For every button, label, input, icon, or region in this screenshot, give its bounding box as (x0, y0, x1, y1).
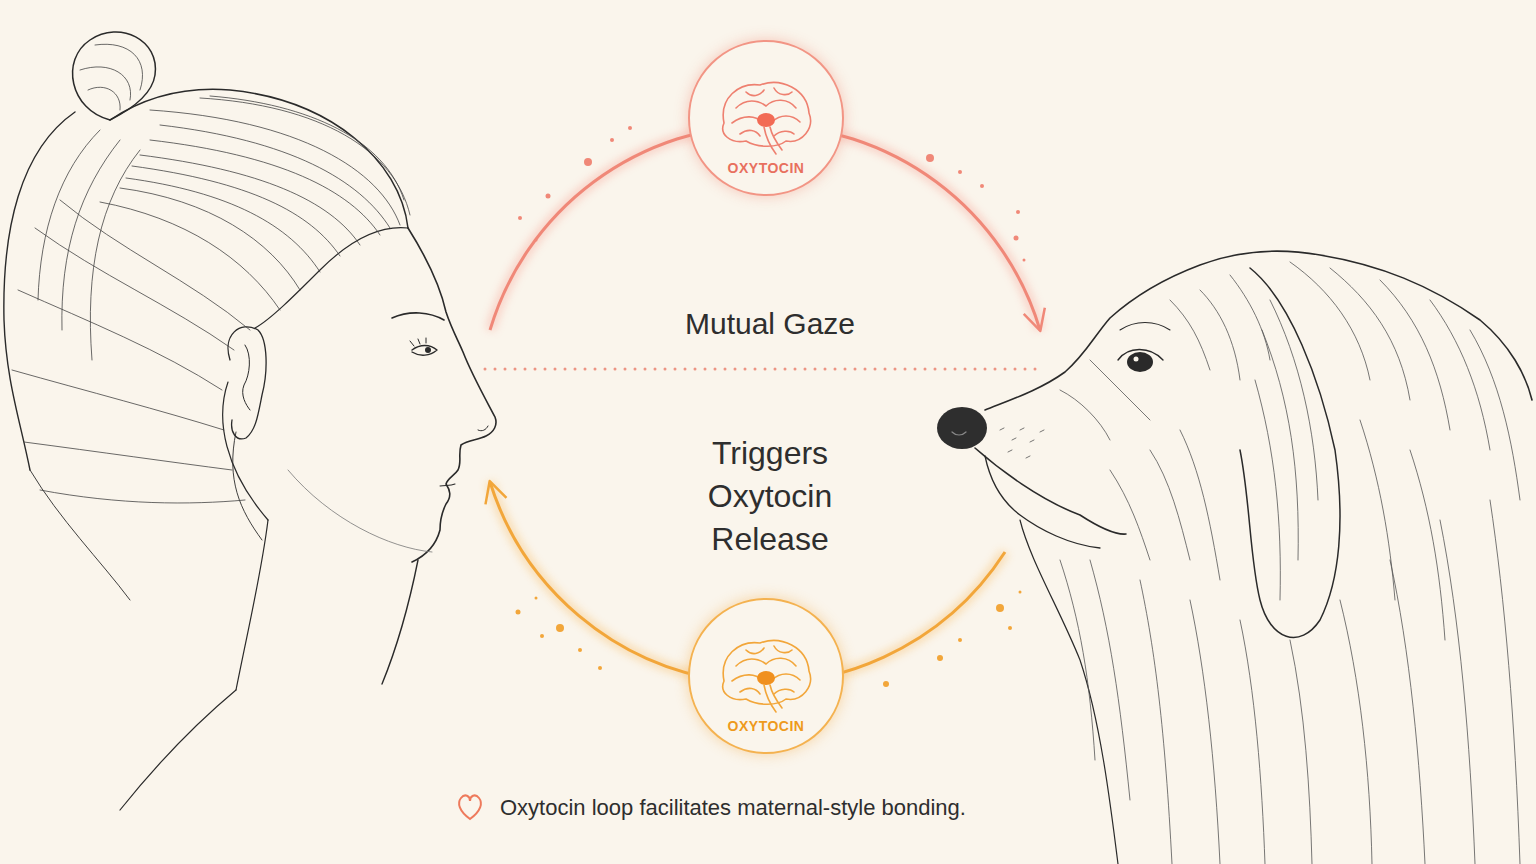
woman-profile (4, 32, 496, 810)
heart-icon (459, 795, 481, 819)
node-label: OXYTOCIN (728, 160, 805, 176)
oxytocin-circle: OXYTOCIN (688, 40, 844, 196)
node-label: OXYTOCIN (728, 718, 805, 734)
dog-head (937, 251, 1532, 864)
center-label: Mutual Gaze (560, 304, 980, 344)
gaze-line (485, 368, 1045, 371)
caption: Oxytocin loop facilitates maternal-style… (500, 795, 966, 821)
oxytocin-circle: OXYTOCIN (688, 598, 844, 754)
center-label: Triggers Oxytocin Release (660, 432, 880, 561)
